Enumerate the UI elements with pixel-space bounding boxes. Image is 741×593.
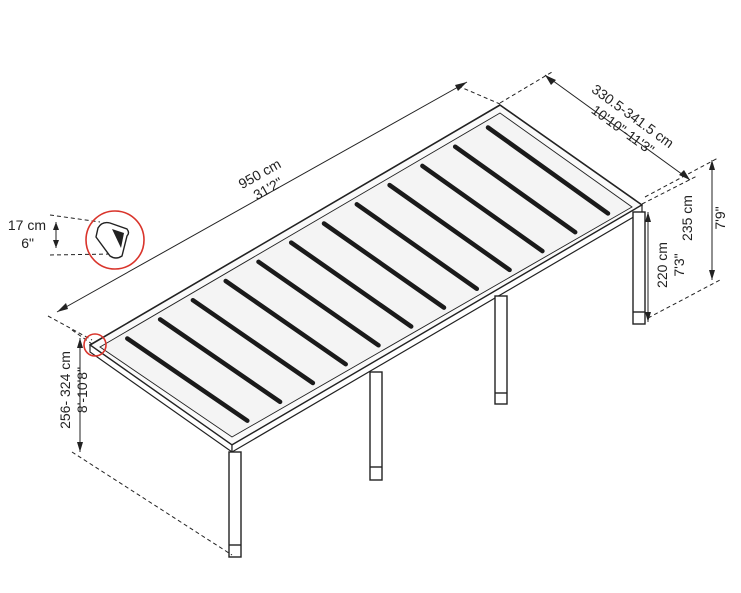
- roof-rafter: [190, 297, 316, 386]
- roof-rafter: [387, 182, 512, 273]
- post-height-metric-label: 220 cm: [654, 242, 670, 288]
- post-height-imperial-label: 7'3": [671, 253, 687, 276]
- gutter-profile-inner: [112, 229, 124, 248]
- arrow-heads: [53, 75, 715, 452]
- post-back: [494, 295, 508, 405]
- width-extension-right: [641, 175, 698, 205]
- arrow-head: [645, 312, 651, 322]
- arrow-head: [709, 160, 715, 170]
- arrow-head: [53, 240, 59, 248]
- posts: [228, 211, 646, 558]
- post-far-right: [632, 211, 646, 325]
- roof-rafter: [321, 221, 447, 310]
- roof-rafter: [354, 202, 480, 292]
- roof-rafter: [452, 144, 578, 235]
- front-height-imperial-label: 8'-10'8": [74, 367, 90, 413]
- roof-rafters: [125, 125, 611, 423]
- roof-rafter: [485, 125, 611, 216]
- length-extension-right: [457, 85, 501, 105]
- arrow-head: [709, 270, 715, 280]
- roof-rafter: [223, 278, 348, 367]
- arrow-head: [77, 338, 83, 348]
- roof-inner-edge: [99, 112, 633, 438]
- width-dimension-line: [544, 74, 691, 181]
- arrow-head: [53, 222, 59, 230]
- roof-rafter: [256, 259, 381, 348]
- gutter-profile: [95, 221, 130, 259]
- roof-rafter: [157, 317, 283, 405]
- arrow-head: [679, 170, 690, 180]
- roof-rafter: [420, 163, 545, 254]
- roof: [89, 104, 643, 454]
- post-front-left: [228, 451, 242, 558]
- gutter-detail: [85, 210, 145, 270]
- length-extension-left: [47, 315, 93, 341]
- post-middle: [369, 371, 383, 481]
- gutter-extension-bottom: [49, 253, 113, 256]
- length-dimension-line: [56, 81, 468, 313]
- rear-height-metric-label: 235 cm: [679, 195, 695, 241]
- front-height-extension-top: [71, 329, 93, 345]
- gutter-metric-label: 17 cm: [8, 217, 46, 233]
- rear-height-imperial-label: 7'9": [712, 206, 728, 229]
- width-extension-left: [499, 71, 553, 104]
- arrow-head: [57, 303, 68, 312]
- arrow-head: [77, 442, 83, 452]
- arrow-head: [545, 75, 556, 85]
- rear-height-extension-top: [644, 157, 719, 198]
- arrow-head: [645, 212, 651, 222]
- gutter-imperial-label: 6": [21, 235, 34, 251]
- roof-rafter: [288, 240, 414, 329]
- dimension-lines: [47, 71, 721, 556]
- gutter-location-circle: [83, 333, 107, 357]
- front-height-metric-label: 256- 324 cm: [57, 351, 73, 429]
- front-height-extension-bottom: [71, 451, 233, 556]
- roof-rafter: [125, 336, 250, 423]
- gutter-detail-circle: [85, 210, 145, 270]
- arrow-head: [455, 82, 467, 91]
- gutter-extension-top: [49, 214, 101, 223]
